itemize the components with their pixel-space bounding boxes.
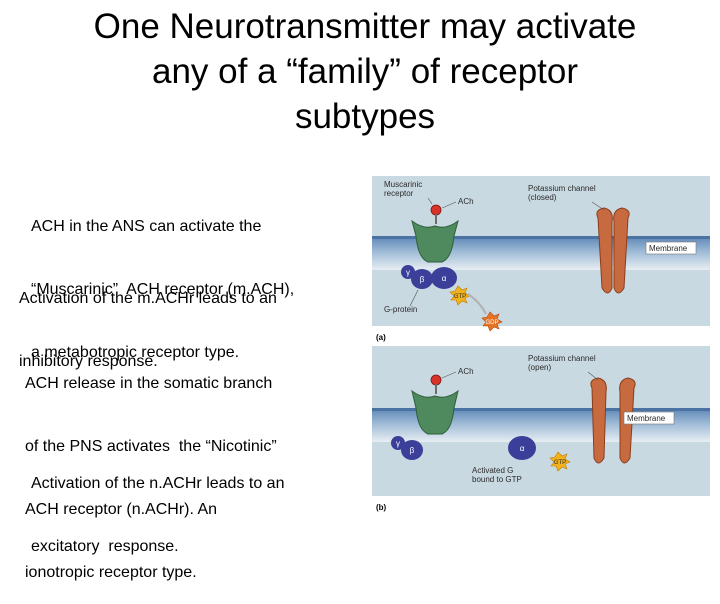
- ach-molecule-b: [430, 374, 442, 386]
- membrane-label-box-a: [645, 241, 697, 255]
- receptor-figure-svg: β γ α GTP GDP Muscarinic receptor ACh Po…: [372, 176, 710, 512]
- ach-pointer-b: [441, 371, 457, 379]
- gprotein-alpha-a: [431, 267, 457, 289]
- text-line: ACH in the ANS can activate the: [31, 218, 262, 235]
- activated-label-b: Activated G: [472, 466, 513, 475]
- membrane-label-b: Membrane: [627, 414, 666, 423]
- receptor-label-a-2: receptor: [384, 189, 414, 198]
- gprotein-label-a: G-protein: [384, 305, 417, 314]
- gprotein-pointer-a: [409, 289, 419, 307]
- gamma-label-b: γ: [396, 439, 400, 448]
- channel-right-a: [613, 207, 630, 294]
- beta-label-a: β: [420, 275, 425, 284]
- gprotein-gamma-a: [401, 265, 415, 279]
- ach-label-a: ACh: [458, 197, 474, 206]
- text-line: ACH receptor (n.ACHr). An: [25, 501, 218, 518]
- panel-a-letter: (a): [376, 333, 386, 342]
- text-line: inhibitory response.: [19, 353, 158, 370]
- text-line: a metabotropic receptor type.: [31, 344, 240, 361]
- ach-molecule-a: [430, 204, 442, 216]
- activated-label-b-2: bound to GTP: [472, 475, 522, 484]
- ach-pointer-a: [441, 201, 457, 209]
- channel-label-b: Potassium channel: [528, 354, 596, 363]
- receptor-pointer-a: [427, 197, 433, 205]
- muscarinic-receptor-shape: [411, 219, 459, 263]
- beta-label-b: β: [410, 446, 415, 455]
- panel-a: β γ α GTP GDP Muscarinic receptor ACh Po…: [372, 176, 710, 342]
- channel-label-b-2: (open): [528, 363, 551, 372]
- membrane-label-box-b: [623, 411, 675, 425]
- channel-label-a-2: (closed): [528, 193, 557, 202]
- ach-stalk-a: [435, 214, 437, 224]
- alpha-label-b: α: [520, 444, 525, 453]
- gtp-label-b: GTP: [554, 460, 566, 466]
- text-line: of the PNS activates the “Nicotinic”: [25, 438, 277, 455]
- gtp-label-a: GTP: [454, 294, 466, 300]
- channel-left-a: [596, 207, 613, 294]
- membrane-label-a: Membrane: [649, 244, 688, 253]
- panel-b-letter: (b): [376, 503, 387, 512]
- excitatory-text: Activation of the n.ACHr leads to an exc…: [31, 431, 284, 578]
- gdp-burst-a: [481, 311, 503, 332]
- text-line: Activation of the m.ACHr leads to an: [19, 290, 277, 307]
- gdp-arrow-a: [467, 293, 487, 315]
- gtp-burst-a: [449, 285, 471, 306]
- text-line: “Muscarinic” ACH receptor (m.ACH),: [31, 281, 295, 298]
- muscarinic-text: ACH in the ANS can activate the “Muscari…: [31, 174, 294, 384]
- gtp-burst-b: [549, 451, 571, 472]
- ach-label-b: ACh: [458, 367, 474, 376]
- text-line: ACH release in the somatic branch: [25, 375, 273, 392]
- panel-b: β γ α GTP ACh Potassium channel (open) M…: [372, 346, 710, 512]
- title-line: One Neurotransmitter may activate: [93, 7, 637, 46]
- gprotein-alpha-b: [508, 436, 536, 460]
- membrane-a-edge: [372, 236, 710, 239]
- title-line: subtypes: [294, 97, 436, 136]
- gdp-label-a: GDP: [485, 320, 498, 326]
- text-line: excitatory response.: [31, 538, 179, 555]
- channel-label-a: Potassium channel: [528, 184, 596, 193]
- gprotein-gamma-b: [391, 436, 405, 450]
- muscarinic-receptor-shape-b: [411, 389, 459, 435]
- gamma-label-a: γ: [406, 268, 410, 277]
- slide-title: One Neurotransmitter may activate any of…: [30, 4, 700, 139]
- inhibitory-text: Activation of the m.ACHr leads to an inh…: [19, 246, 277, 393]
- ach-stalk-b: [435, 384, 437, 394]
- membrane-b-edge: [372, 408, 710, 411]
- channel-pointer-b: [587, 371, 599, 381]
- alpha-label-a: α: [442, 274, 447, 283]
- receptor-label-a: Muscarinic: [384, 180, 422, 189]
- channel-pointer-a: [591, 201, 605, 211]
- title-line: any of a “family” of receptor: [152, 52, 578, 91]
- receptor-figure: β γ α GTP GDP Muscarinic receptor ACh Po…: [372, 176, 710, 512]
- gprotein-beta-a: [411, 269, 433, 289]
- gprotein-beta-b: [401, 440, 423, 460]
- text-line: Activation of the n.ACHr leads to an: [31, 475, 285, 492]
- channel-left-b: [590, 377, 607, 464]
